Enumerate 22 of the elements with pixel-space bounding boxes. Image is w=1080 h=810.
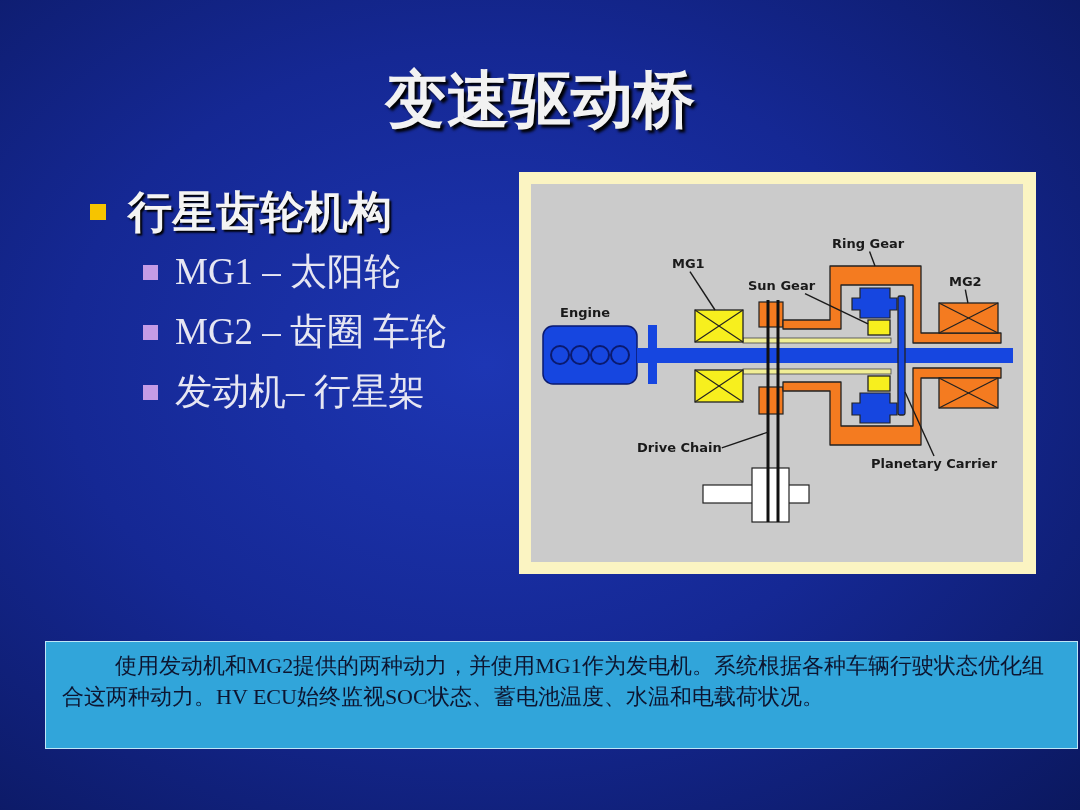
bullet-text: MG1 – 太阳轮 xyxy=(175,251,402,294)
part-label: Ring Gear xyxy=(832,236,905,252)
part-label: MG1 xyxy=(672,256,705,272)
leader-line xyxy=(689,270,716,311)
leader-line xyxy=(804,292,869,325)
leader-line xyxy=(964,288,969,304)
bullet-text: 行星齿轮机构 xyxy=(128,187,392,238)
slide-title: 变速驱动桥 xyxy=(385,64,695,136)
part-label: Drive Chain xyxy=(637,440,722,456)
drive-chain xyxy=(766,300,780,522)
leader-line xyxy=(904,391,935,457)
leader-line xyxy=(868,250,876,267)
part-label: Planetary Carrier xyxy=(871,456,998,472)
leader-line xyxy=(721,431,769,449)
motor-generator-coil xyxy=(694,309,744,403)
bullet-text: 发动机– 行星架 xyxy=(175,371,425,414)
part-label: Sun Gear xyxy=(748,278,816,294)
caption-panel: 使用发动机和MG2提供的两种动力，并使用MG1作为发电机。系统根据各种车辆行驶状态优化组合这两种动力。HV ECU始终监视SOC状态、蓄电池温度、水温和电载荷状况。 xyxy=(45,641,1078,749)
part-label: MG2 xyxy=(949,274,982,290)
part-label: Engine xyxy=(560,305,610,321)
bullet-text: MG2 – 齿圈 车轮 xyxy=(175,311,448,354)
ring-gear xyxy=(782,265,1002,446)
